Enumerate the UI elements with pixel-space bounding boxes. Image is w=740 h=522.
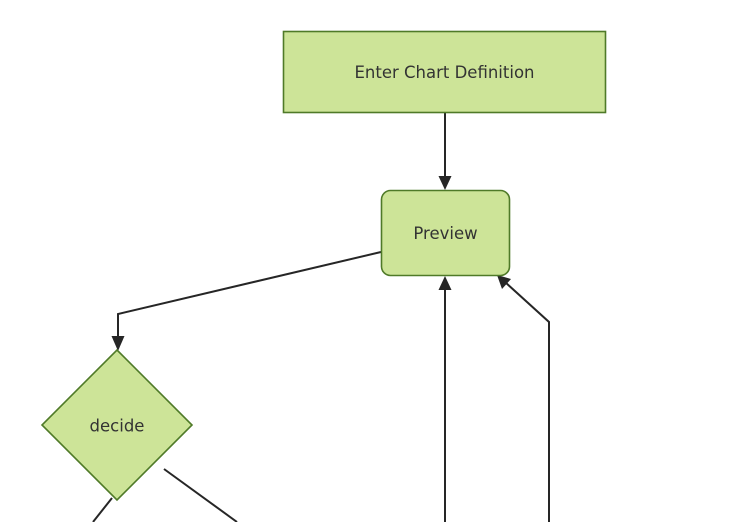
edge-decide-right-out [163,468,238,522]
edge-bottom-center-to-preview [438,276,452,522]
node-shape-rectangle [282,30,607,114]
edge-enter-to-preview [438,113,452,190]
edge-line [92,497,113,522]
node-enter-chart-definition[interactable]: Enter Chart Definition [282,30,607,114]
arrow-head-icon [438,276,452,290]
node-label-enter-chart-definition: Enter Chart Definition [354,63,534,82]
edge-preview-to-decide [111,251,382,351]
edge-line [117,251,382,340]
edge-line [504,281,550,522]
edge-decide-bottom-out [92,497,113,522]
node-shape-rounded-rectangle [380,189,511,277]
arrow-head-icon [497,275,511,289]
node-preview[interactable]: Preview [380,189,511,277]
node-decide[interactable]: decide [40,348,194,502]
node-shape-diamond [40,348,194,502]
arrow-head-icon [111,336,125,351]
node-label-decide: decide [90,417,145,436]
node-label-preview: Preview [413,224,477,243]
edge-line [163,468,238,522]
edge-bottom-right-to-preview [497,275,550,522]
arrow-head-icon [438,176,452,190]
